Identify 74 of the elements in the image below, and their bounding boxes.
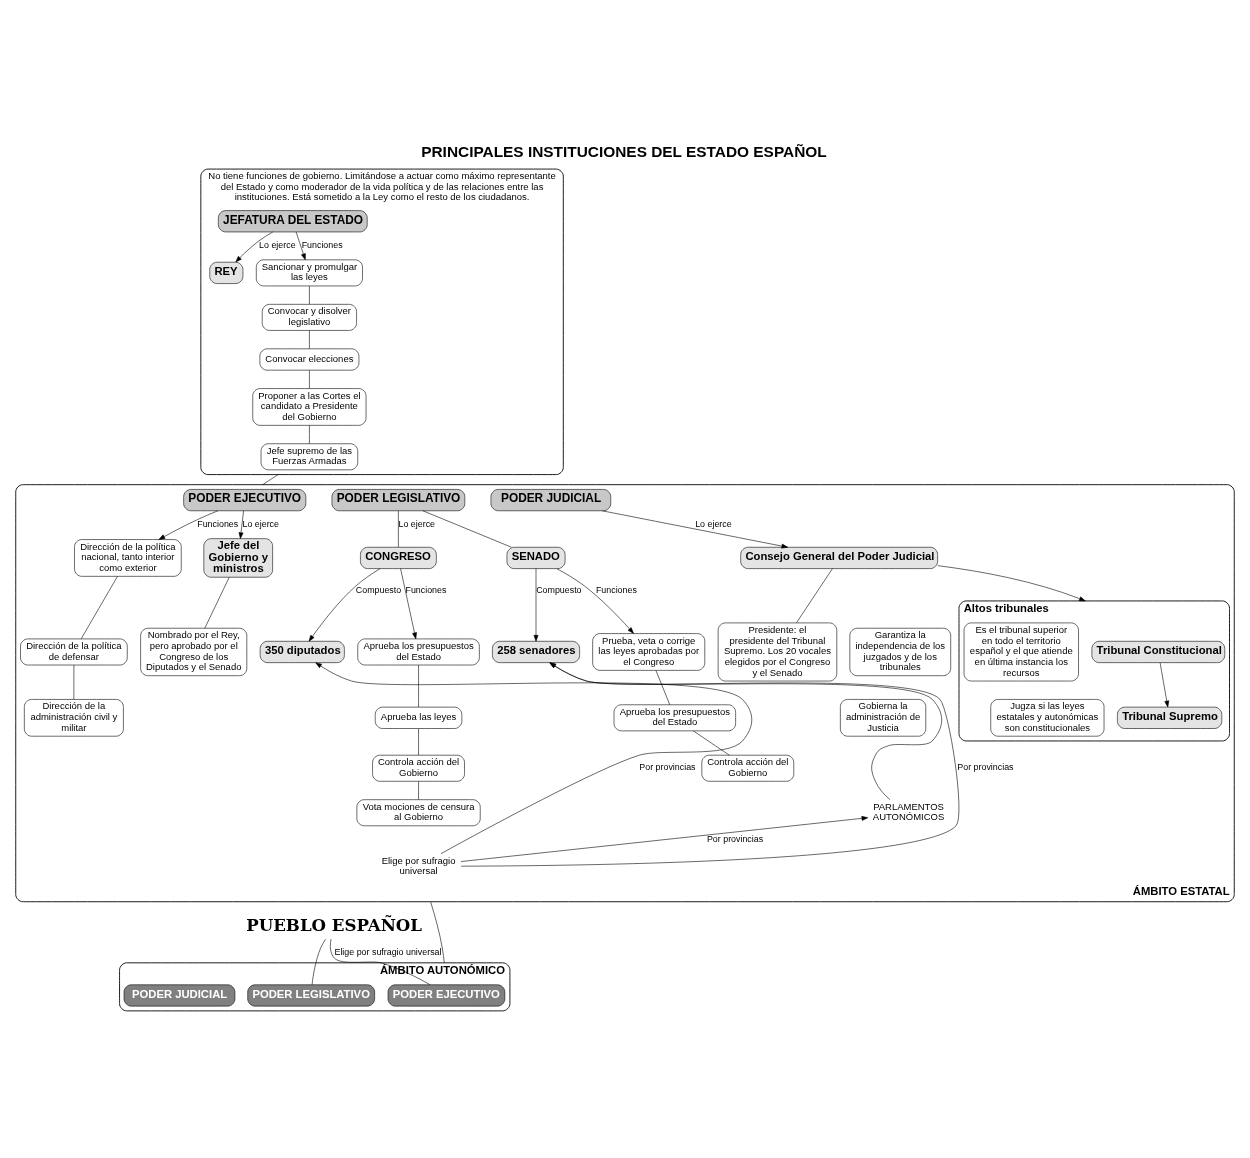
edge-label: Compuesto xyxy=(355,585,402,596)
arrow xyxy=(533,568,539,642)
node-box: Dirección de la administración civil y militar xyxy=(24,699,124,737)
node-box: Consejo General del Poder Judicial xyxy=(740,546,938,569)
edge-label: Elige por sufragio universal xyxy=(334,947,442,958)
node-box: Aprueba los presupuestos del Estado xyxy=(613,704,736,732)
connector xyxy=(655,670,671,706)
node-box: Sancionar y promulgar las leyes xyxy=(256,259,363,287)
connector xyxy=(311,938,326,985)
arrow xyxy=(556,568,634,634)
edge-label: Lo ejerce xyxy=(695,518,732,529)
edge-label: Funciones xyxy=(595,585,637,596)
arrow xyxy=(937,565,1086,602)
node-box: Controla acción del Gobierno xyxy=(372,754,465,782)
node-box: Prueba, veta o corrige las leyes aprobadas por el Congreso xyxy=(592,633,706,671)
edge-label: Lo ejerce xyxy=(259,239,296,250)
edge-label: Funciones xyxy=(301,239,343,250)
connector xyxy=(330,938,431,985)
connector xyxy=(418,664,419,708)
node-box: PODER EJECUTIVO xyxy=(387,984,506,1007)
arrow xyxy=(238,510,244,539)
node-box: Jefe supremo de las Fuerzas Armadas xyxy=(260,443,359,471)
node-box: PODER LEGISLATIVO xyxy=(331,489,466,512)
node-text: Elige por sufragio universal xyxy=(381,854,456,877)
connector xyxy=(422,510,512,548)
node-box: Nombrado por el Rey, pero aprobado por el Congreso de los Diputados y el Senado xyxy=(140,627,248,676)
node-box: PODER LEGISLATIVO xyxy=(247,984,375,1007)
node-box: Jefe del Gobierno y ministros xyxy=(203,538,273,578)
node-box: Jugza si las leyes estatales y autonómicas son constitucionales xyxy=(990,699,1105,737)
node-box: Vota mociones de censura al Gobierno xyxy=(356,799,481,827)
arrow xyxy=(400,568,417,640)
edge-label: Por provincias xyxy=(706,833,764,844)
node-box: Gobierna la administración de Justicia xyxy=(840,699,927,737)
node-box: Es el tribunal superior en todo el territorio español y el que atiende en última instancia los recursos xyxy=(963,622,1079,682)
node-box: Tribunal Constitucional xyxy=(1091,641,1226,663)
edge-label: Por provincias xyxy=(957,762,1014,773)
node-box: Dirección de la política nacional, tanto interior como exterior xyxy=(74,539,182,577)
node-box: Aprueba los presupuestos del Estado xyxy=(357,638,480,666)
node-box: Convocar elecciones xyxy=(259,348,360,371)
edge-label: Por provincias xyxy=(639,762,696,773)
connector xyxy=(262,474,279,485)
node-box: Proponer a las Cortes el candidato a Presidente del Gobierno xyxy=(252,388,367,426)
node-box: PODER JUDICIAL xyxy=(123,984,236,1007)
edge-label: Funciones xyxy=(197,518,239,529)
node-box: Garantiza la independencia de los juzgados y de los tribunales xyxy=(849,627,951,676)
arrow xyxy=(460,816,869,862)
node-box: Tribunal Supremo xyxy=(1117,706,1223,729)
node-box: JEFATURA DEL ESTADO xyxy=(218,210,368,233)
arrow xyxy=(235,231,274,263)
edge-label: Funciones xyxy=(405,585,447,596)
edge-label: Lo ejerce xyxy=(242,518,280,529)
arrow xyxy=(1159,662,1170,708)
node-box: PODER EJECUTIVO xyxy=(183,489,307,512)
arrow xyxy=(601,510,789,549)
node-box: Presidente: el presidente del Tribunal Supremo. Los 20 vocales elegidos por el Congreso y el Senado xyxy=(717,622,838,682)
node-text: PARLAMENTOS AUTONÓMICOS xyxy=(872,800,945,823)
arrow xyxy=(308,568,381,642)
arrow xyxy=(295,231,306,261)
node-box: Controla acción del Gobierno xyxy=(701,754,795,782)
node-box: SENADO xyxy=(506,546,566,569)
edge-label: Compuesto xyxy=(536,585,582,596)
arrow xyxy=(158,510,219,540)
node-text: PUEBLO ESPAÑOL xyxy=(246,915,422,936)
node-box: 258 senadores xyxy=(492,641,580,663)
node-box: Aprueba las leyes xyxy=(374,706,463,729)
connector xyxy=(430,901,445,964)
node-box: Convocar y disolver legislativo xyxy=(261,304,357,331)
node-box: REY xyxy=(209,261,244,284)
node-box: 350 diputados xyxy=(259,641,345,663)
node-box: PODER JUDICIAL xyxy=(490,489,612,512)
diagram-title: PRINCIPALES INSTITUCIONES DEL ESTADO ESPAÑOL xyxy=(421,142,827,160)
node-box: CONGRESO xyxy=(360,546,437,569)
edge-label: Lo ejerce xyxy=(398,518,436,529)
node-box: Dirección de la política de defensar xyxy=(20,638,128,666)
